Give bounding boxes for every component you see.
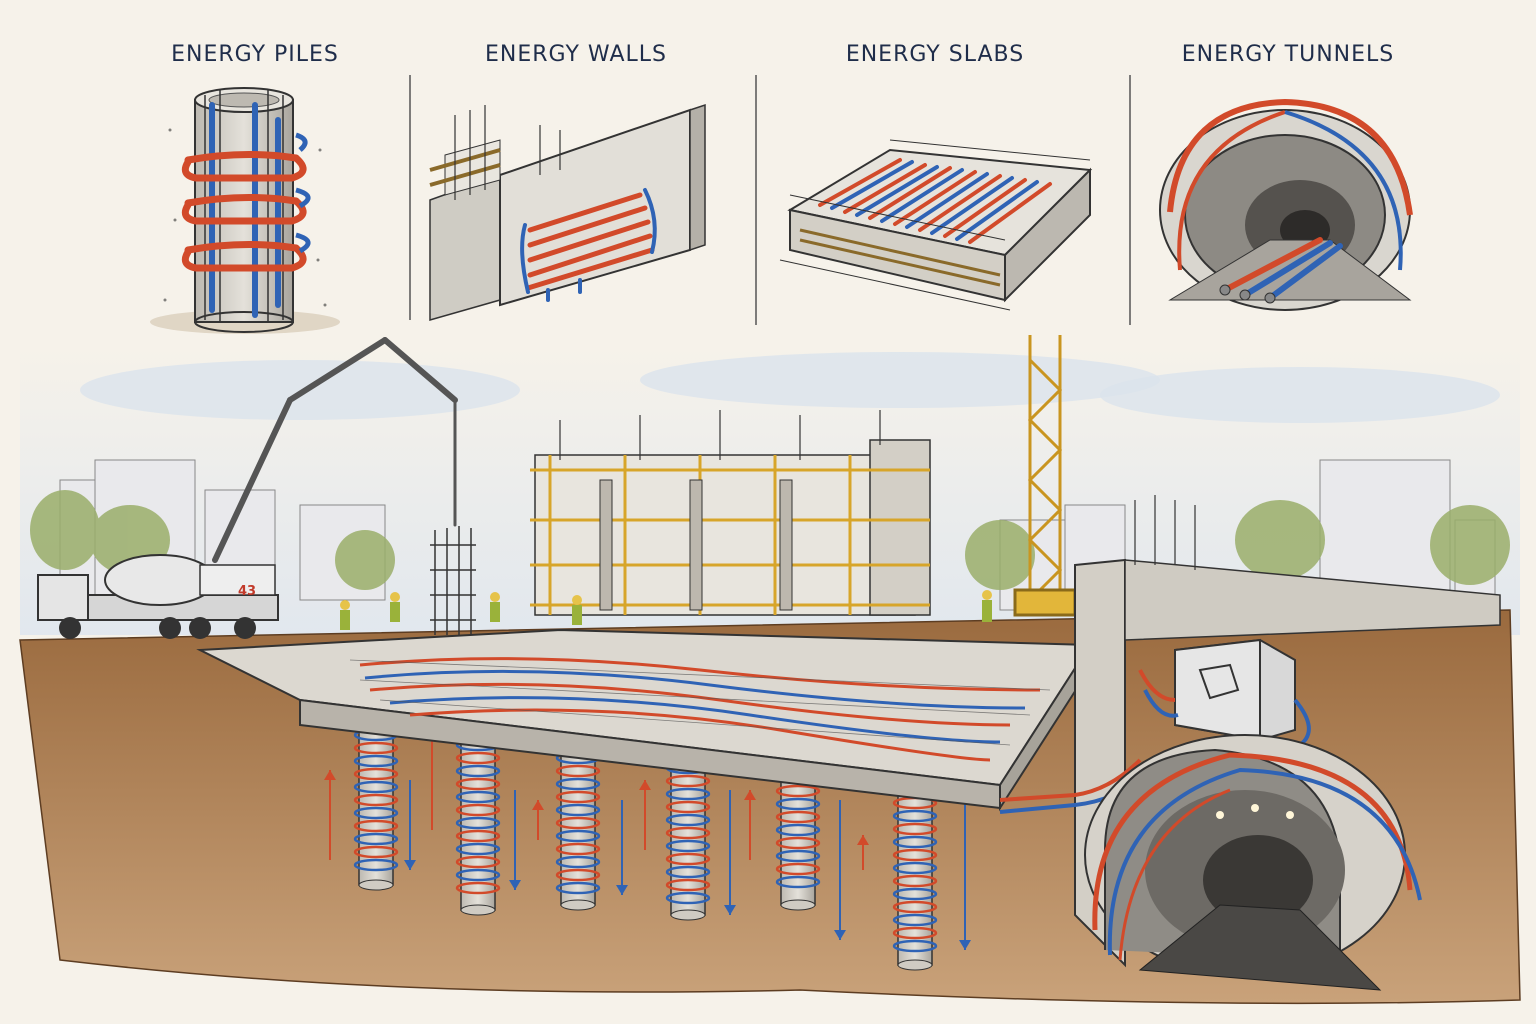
title-energy-tunnels: ENERGY TUNNELS: [1181, 42, 1395, 67]
flow-arrow: [959, 790, 971, 950]
energy-pile-detail: [150, 87, 340, 334]
energy-pile: [555, 737, 601, 911]
title-energy-walls: ENERGY WALLS: [484, 42, 667, 67]
building-frame: [530, 410, 931, 616]
flow-arrow: [639, 780, 651, 850]
concrete-mixer-truck: [37, 554, 279, 639]
flow-arrow: [744, 790, 756, 860]
energy-wall-detail: [429, 103, 706, 321]
title-energy-piles: ENERGY PILES: [171, 42, 339, 67]
flow-arrow: [324, 770, 336, 860]
worker: [490, 592, 500, 622]
foundation-slab: [196, 628, 1092, 812]
worker: [572, 595, 582, 625]
flow-arrow: [857, 835, 869, 870]
flow-arrow: [724, 790, 736, 915]
heat-pump-unit: [1138, 638, 1311, 747]
flow-arrow: [404, 780, 416, 870]
energy-piles: [324, 714, 971, 971]
worker: [982, 590, 992, 622]
energy-pile: [455, 724, 501, 916]
flow-arrow: [532, 800, 544, 840]
energy-slab-detail: [779, 139, 1093, 311]
energy-pile: [892, 769, 938, 971]
rebar-cage: [430, 526, 476, 635]
energy-pile: [665, 747, 711, 921]
tower-crane: [1013, 335, 1077, 617]
title-energy-slabs: ENERGY SLABS: [845, 42, 1025, 67]
energy-tunnel-detail: [1159, 98, 1413, 311]
energy-pile: [353, 714, 399, 891]
worker: [340, 600, 350, 630]
truck-badge: 43: [238, 584, 256, 599]
energy-tunnel: [1084, 734, 1422, 991]
flow-arrow: [509, 790, 521, 890]
flow-arrow: [616, 800, 628, 895]
panel-dividers: [409, 75, 1131, 325]
flow-arrow: [834, 800, 846, 940]
worker: [390, 592, 400, 622]
workers: [340, 590, 992, 630]
concrete-pump-boom: [212, 337, 458, 563]
